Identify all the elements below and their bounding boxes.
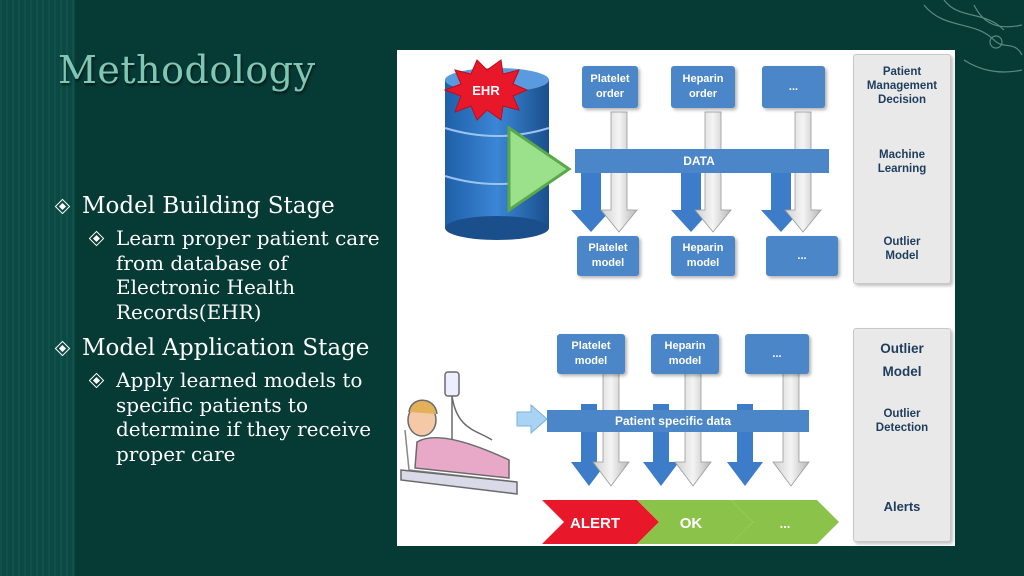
heparin-model-box: Heparin model bbox=[671, 236, 735, 276]
bullet-diamond-icon bbox=[54, 198, 71, 215]
sub-bullet-text: Apply learned models to specific patient… bbox=[116, 368, 372, 466]
play-arrow-icon bbox=[507, 125, 572, 213]
more-orders-box: ... bbox=[762, 66, 825, 108]
side-panel-bottom: Outlier Model Outlier Detection Alerts bbox=[853, 328, 951, 542]
bullet-model-building: Model Building Stage bbox=[54, 192, 394, 220]
alert-label: ALERT bbox=[570, 515, 620, 532]
methodology-diagram: EHR DATA bbox=[397, 50, 955, 546]
data-bar-label: DATA bbox=[683, 154, 715, 168]
decorative-strip bbox=[0, 0, 75, 576]
input-arrow-icon bbox=[516, 403, 548, 435]
decorative-swirl bbox=[923, 0, 1023, 73]
side-panel-top: Patient Management Decision Machine Lear… bbox=[853, 54, 951, 284]
ok-label: OK bbox=[680, 515, 703, 532]
heparin-order-box: Heparin order bbox=[671, 66, 735, 108]
sub-bullet-apply: Apply learned models to specific patient… bbox=[54, 368, 394, 466]
ok-chevron bbox=[637, 500, 753, 544]
sub-bullet-diamond-icon bbox=[88, 230, 105, 247]
bullet-diamond-icon bbox=[54, 340, 71, 357]
outlier-detection-label: Outlier Detection bbox=[875, 408, 929, 434]
patient-data-label: Patient specific data bbox=[615, 414, 731, 428]
sub-bullet-learn: Learn proper patient care from database … bbox=[54, 226, 394, 324]
patient-data-bar bbox=[547, 410, 809, 432]
patient-management-label: Patient Management Decision bbox=[866, 66, 938, 106]
sub-bullet-text: Learn proper patient care from database … bbox=[116, 226, 380, 324]
slide-title: Methodology bbox=[58, 48, 316, 92]
ehr-label: EHR bbox=[472, 83, 500, 98]
outlier-model-label: Outlier Model bbox=[883, 236, 921, 262]
bullet-text: Model Building Stage bbox=[82, 193, 335, 219]
ehr-starburst-icon bbox=[443, 59, 529, 121]
alert-chevron bbox=[542, 500, 659, 544]
platelet-model-box: Platelet model bbox=[577, 236, 639, 276]
more-chevron bbox=[731, 500, 839, 544]
top-flow-arrows bbox=[571, 111, 822, 233]
bullet-list: Model Building Stage Learn proper patien… bbox=[54, 192, 394, 476]
platelet-order-box: Platelet order bbox=[582, 66, 638, 108]
bullet-text: Model Application Stage bbox=[82, 335, 370, 361]
heparin-model-box-2: Heparin model bbox=[651, 334, 719, 374]
more-models-box-2: ... bbox=[745, 334, 809, 374]
data-bar bbox=[575, 149, 829, 173]
machine-learning-label: Machine Learning bbox=[877, 149, 927, 175]
alerts-label: Alerts bbox=[883, 499, 921, 514]
outlier-model-label-2: Outlier Model bbox=[880, 341, 924, 379]
more-label: ... bbox=[780, 516, 791, 531]
bullet-model-application: Model Application Stage bbox=[54, 334, 394, 362]
platelet-model-box-2: Platelet model bbox=[557, 334, 625, 374]
more-models-box: ... bbox=[766, 236, 838, 276]
patient-bed-icon bbox=[400, 371, 518, 495]
sub-bullet-diamond-icon bbox=[88, 372, 105, 389]
